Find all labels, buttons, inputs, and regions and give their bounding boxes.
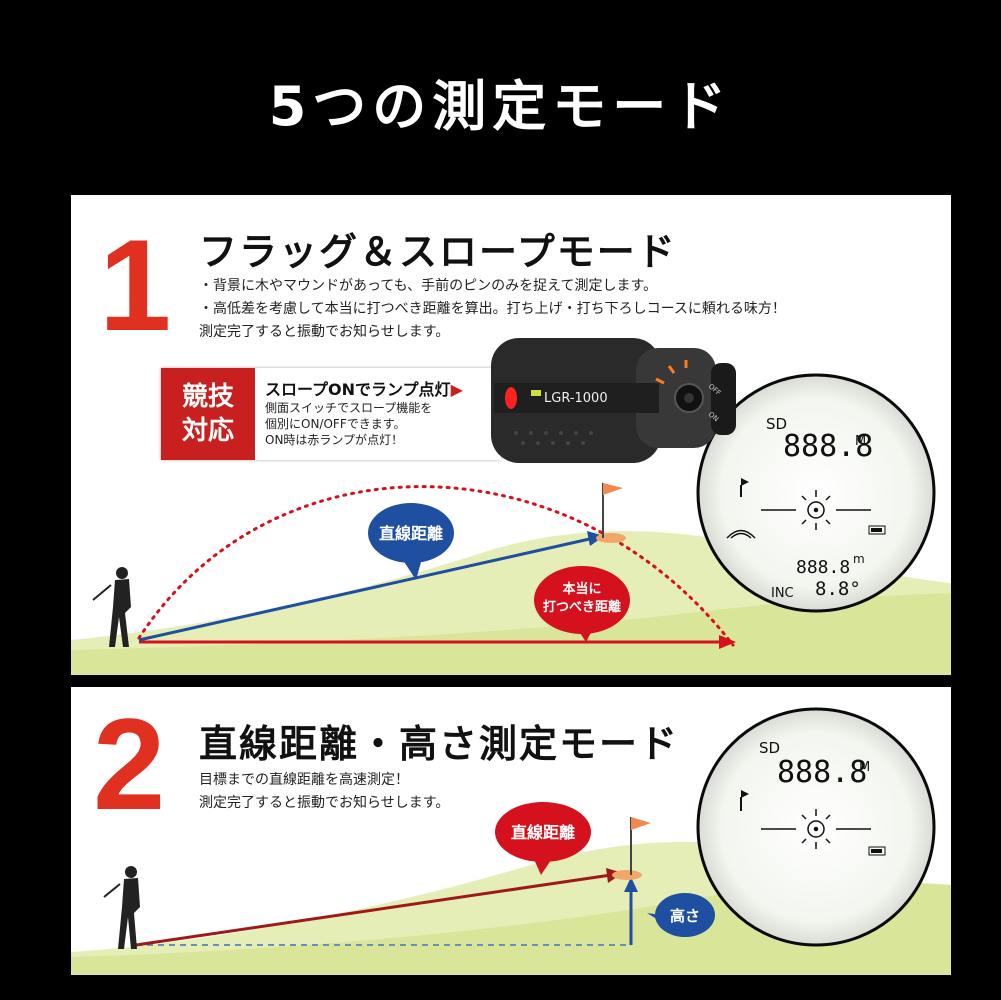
page-title: 5つの測定モード (268, 75, 733, 138)
badge-line: ON時は赤ランプが点灯！ (265, 433, 404, 447)
lcd-display-1: SD 888.8 M 888.8 m INC 8.8° (696, 373, 936, 613)
mode2-panel: 直線距離 高さ SD 888.8 M 2 直線距離・高さ測定モード (71, 687, 951, 975)
mode1-panel: 直線距離 本当に 打つべき距離 SD 888.8 M 888.8 (71, 195, 951, 675)
crosshair-icon (761, 490, 871, 530)
mode1-desc-line: ・背景に木やマウンドがあっても、手前のピンのみを捉えて測定します。 (199, 278, 658, 294)
mode1-description: ・背景に木やマウンドがあっても、手前のピンのみを捉えて測定します。 ・高低差を考… (199, 275, 786, 344)
lcd1-flag-icon (740, 478, 749, 497)
slope-icon (726, 529, 756, 539)
bubble-real-label-2: 打つべき距離 (543, 599, 621, 615)
bubble-real-distance: 本当に 打つべき距離 (534, 566, 630, 642)
lcd1-main-unit: M (855, 434, 866, 449)
mode2-desc-line: 目標までの直線距離を高速測定！ (199, 772, 409, 788)
lcd2-main-value: 888.8 (777, 755, 867, 790)
golfer-icon-2 (103, 866, 140, 949)
competition-label: 競技 対応 (161, 368, 255, 460)
lcd1-inc: INC (771, 586, 794, 601)
flag-icon (603, 483, 623, 495)
lcd1-main-value: 888.8 (783, 429, 873, 464)
golfer-icon (92, 567, 131, 647)
red-lamp-icon (505, 387, 517, 409)
slope-arc (137, 485, 735, 647)
hill-front (71, 593, 951, 675)
arrow-right-icon: ▶ (450, 380, 463, 399)
straight-distance-arrow (138, 536, 595, 642)
mode2-scene: 直線距離 高さ SD 888.8 M (71, 707, 951, 975)
badge-line: 個別にON/OFFできます。 (265, 417, 406, 431)
bubble-height-label: 高さ (670, 907, 700, 925)
battery-icon (868, 525, 886, 535)
mode2-desc-line: 測定完了すると振動でお知らせします。 (199, 795, 450, 811)
competition-badge: 競技 対応 スロープONでランプ点灯▶ 側面スイッチでスロープ機能を 個別にON… (161, 368, 501, 460)
battery-icon-2 (868, 846, 886, 856)
device-label: LGR-1000 (544, 391, 608, 406)
rangefinder-device: LGR-1000 OFF ON (491, 338, 736, 463)
lcd1-sub-value: 888.8 (796, 557, 850, 578)
straight-distance-arrow-2 (135, 873, 612, 947)
mode2-heading: 直線距離・高さ測定モード (199, 722, 680, 766)
lcd1-angle: 8.8° (815, 578, 861, 600)
mode1-desc-line: 測定完了すると振動でお知らせします。 (199, 324, 450, 340)
lcd1-sub-unit: m (853, 552, 865, 566)
mode1-desc-line: ・高低差を考慮して本当に打つべき距離を算出。打ち上げ・打ち下ろしコースに頼れる味… (199, 301, 786, 317)
badge-line: 側面スイッチでスロープ機能を (265, 401, 433, 415)
lcd2-sd: SD (759, 739, 780, 757)
badge-heading: スロープONでランプ点灯▶ (265, 380, 463, 399)
bubble-height: 高さ (647, 893, 715, 937)
bubble-straight-label: 直線距離 (379, 524, 443, 543)
bubble-straight-distance: 直線距離 (368, 503, 454, 580)
flag-icon-2 (631, 817, 651, 830)
lcd2-main-unit: M (859, 760, 870, 775)
mode1-scene: 直線距離 本当に 打つべき距離 SD 888.8 M 888.8 (71, 373, 951, 675)
lcd-display-2: SD 888.8 M (696, 707, 936, 947)
bubble-real-label-1: 本当に (562, 581, 601, 597)
mode1-heading: フラッグ＆スロープモード (199, 230, 677, 274)
mode2-number: 2 (93, 691, 166, 837)
lcd1-sd: SD (766, 415, 787, 433)
bubble-straight-label-2: 直線距離 (511, 823, 575, 842)
mode2-description: 目標までの直線距離を高速測定！ 測定完了すると振動でお知らせします。 (199, 769, 449, 815)
lcd2-flag-icon (740, 790, 749, 811)
bubble-straight-distance-2: 直線距離 (495, 802, 591, 875)
mode1-number: 1 (99, 212, 172, 358)
crosshair-icon-2 (761, 809, 871, 849)
